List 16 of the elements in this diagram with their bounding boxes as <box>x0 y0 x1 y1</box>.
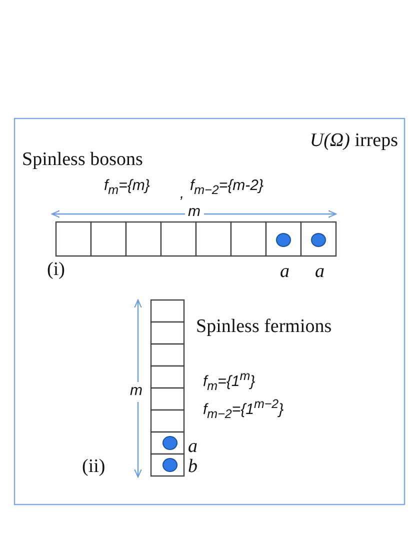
dimension-label: m <box>130 383 142 398</box>
formula: f$_{m−2}$={m-2} <box>190 178 264 196</box>
separator: , <box>180 186 184 201</box>
section-heading: Spinless bosons <box>22 150 143 169</box>
formula: f$_{m}$={m} <box>104 178 150 196</box>
dimension-label: m <box>188 204 200 219</box>
cell-label: a <box>280 262 290 281</box>
cell-label: b <box>188 457 198 476</box>
panel-label: (ii) <box>82 457 106 476</box>
cell-label: a <box>188 437 198 456</box>
formula: f$_{m−2}$={1$^{m−2}$} <box>203 398 284 420</box>
cell-label: a <box>315 262 324 281</box>
panel-label: (i) <box>47 260 65 279</box>
title: U(Ω) irreps <box>310 131 398 150</box>
section-heading: Spinless fermions <box>196 317 332 336</box>
formula: f$_{m}$={1$^{m}$} <box>203 370 256 392</box>
